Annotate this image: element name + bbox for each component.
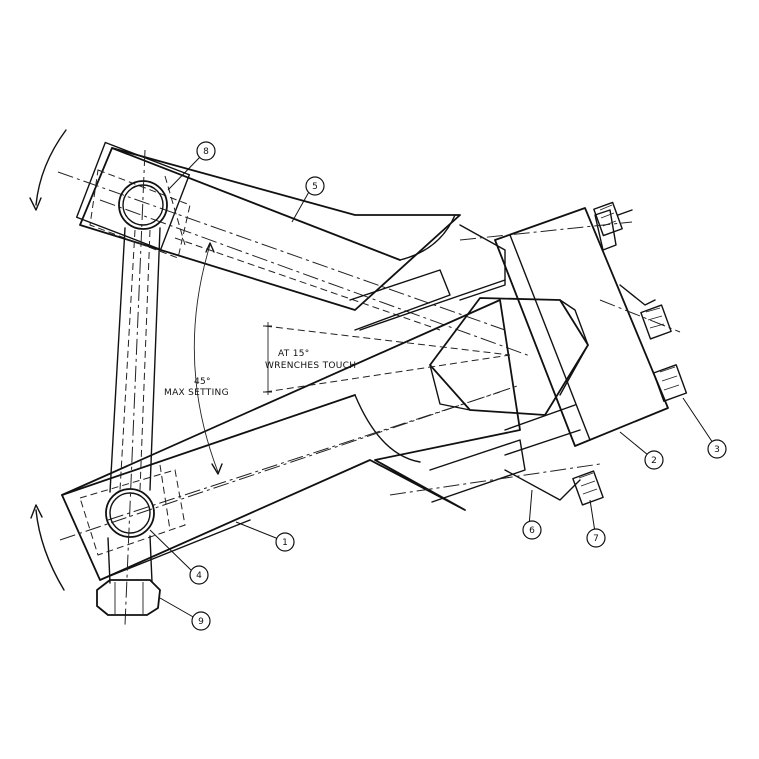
callout-3-label: 3	[714, 445, 720, 455]
callout-2: 2	[644, 450, 664, 470]
hexagon-workpiece	[429, 297, 589, 416]
callout-5-label: 5	[312, 182, 318, 192]
lower-pivot-pin	[105, 488, 155, 538]
callout-4: 4	[189, 565, 209, 585]
callout-4-label: 4	[196, 571, 202, 581]
callout-3: 3	[707, 439, 727, 459]
angle-lines	[193, 242, 511, 475]
callout-5: 5	[305, 176, 325, 196]
wrench-touch-note-line1: AT 15°	[278, 349, 310, 359]
callout-2-label: 2	[651, 456, 657, 466]
callout-1: 1	[275, 532, 295, 552]
callout-7: 7	[586, 528, 606, 548]
adjusting-nut	[96, 535, 161, 616]
callout-9: 9	[191, 611, 211, 631]
callout-6-label: 6	[529, 526, 535, 536]
upper-pivot-pin	[118, 180, 168, 230]
callout-9-label: 9	[198, 617, 204, 627]
max-setting-note-line2: MAX SETTING	[164, 388, 229, 398]
middle-stud	[619, 284, 672, 340]
callout-8: 8	[196, 141, 216, 161]
leader-lines	[149, 156, 714, 619]
stud-7	[572, 470, 604, 506]
stud-3	[652, 364, 688, 402]
upper-rotation-arrow	[29, 129, 67, 211]
max-setting-note-line1: 45°	[194, 377, 211, 387]
top-stud	[593, 201, 633, 237]
callout-8-label: 8	[203, 147, 209, 157]
clamp-body	[349, 207, 681, 503]
callout-6: 6	[522, 520, 542, 540]
callout-1-label: 1	[282, 538, 288, 548]
wrench-touch-note-line2: WRENCHES TOUCH	[265, 361, 356, 371]
callout-7-label: 7	[593, 534, 599, 544]
upper-arm	[57, 141, 531, 357]
connecting-rod	[109, 149, 161, 626]
lower-rotation-arrow	[30, 504, 65, 591]
